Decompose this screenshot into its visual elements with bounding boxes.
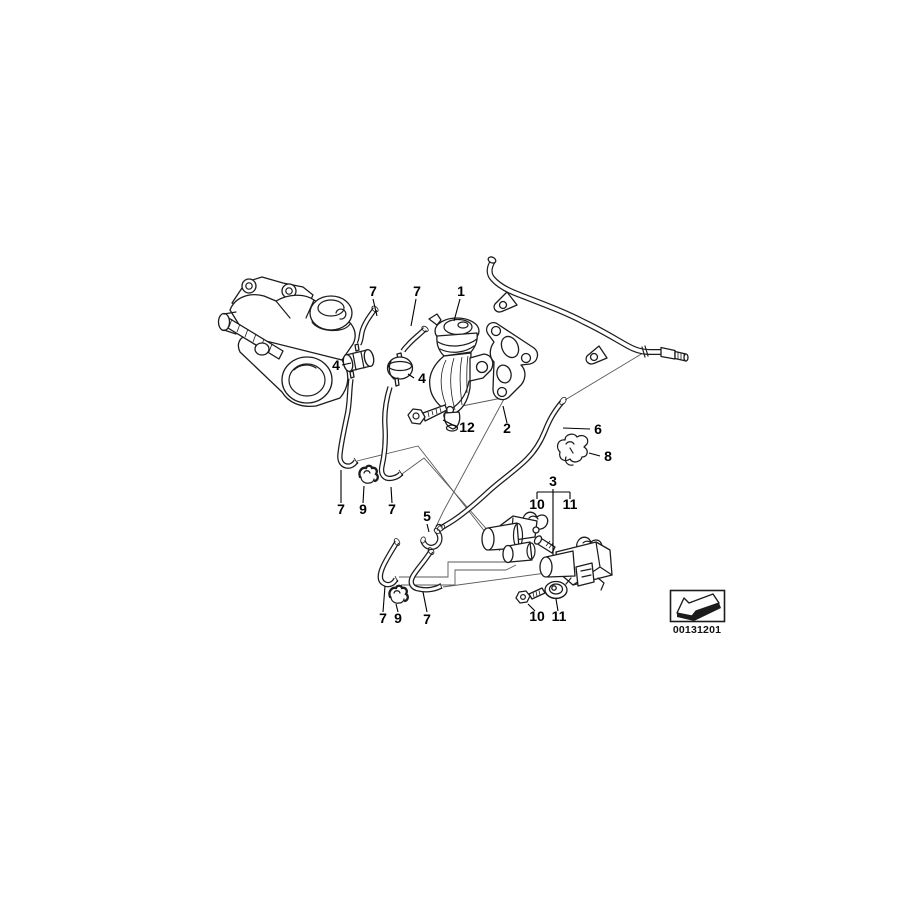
callout-11[interactable]: 11 — [552, 608, 567, 624]
hose-7-upper-middle — [400, 325, 429, 353]
corner-arrow-icon — [676, 593, 721, 621]
callout-10[interactable]: 10 — [529, 496, 545, 512]
callout-1[interactable]: 1 — [457, 283, 465, 299]
callout-6[interactable]: 6 — [594, 421, 602, 437]
callout-7[interactable]: 7 — [337, 501, 345, 517]
egr-valve — [428, 313, 494, 432]
intake-manifold — [217, 276, 356, 408]
bolt-12 — [407, 404, 448, 425]
hose-7-upper-left — [356, 305, 379, 346]
callout-5[interactable]: 5 — [423, 508, 431, 524]
bolt-10 — [515, 587, 546, 604]
image-number: 00131201 — [673, 624, 721, 636]
check-valve-4-left — [342, 343, 375, 379]
check-valve-4-right — [386, 352, 414, 387]
callout-7[interactable]: 7 — [388, 501, 396, 517]
vacuum-pipe — [486, 256, 689, 365]
callout-7[interactable]: 7 — [369, 283, 377, 299]
clip-9-lower — [388, 584, 409, 604]
callout-11[interactable]: 11 — [563, 496, 578, 512]
callout-8[interactable]: 8 — [604, 448, 612, 464]
hose-6 — [436, 396, 567, 532]
hose-7-bottom-right — [408, 547, 443, 593]
callout-10[interactable]: 10 — [529, 608, 545, 624]
hose-7-bottom-left — [377, 538, 401, 588]
solenoid-valve-assembly — [481, 511, 613, 591]
stamp-box: 00131201 — [669, 589, 726, 636]
callout-3[interactable]: 3 — [549, 473, 557, 489]
callout-7[interactable]: 7 — [423, 611, 431, 627]
clip-9-upper — [358, 464, 379, 484]
hose-7-mid-left — [337, 378, 359, 469]
hose-5 — [420, 523, 443, 551]
grommet-11 — [544, 577, 572, 600]
clamp-8 — [556, 433, 589, 466]
callout-9[interactable]: 9 — [394, 610, 402, 626]
callout-7[interactable]: 7 — [379, 610, 387, 626]
callout-12[interactable]: 12 — [459, 419, 475, 435]
callout-4[interactable]: 4 — [332, 357, 340, 373]
callout-2[interactable]: 2 — [503, 420, 511, 436]
leader-lines — [340, 298, 601, 613]
callout-4[interactable]: 4 — [418, 370, 426, 386]
callout-7[interactable]: 7 — [413, 283, 421, 299]
gasket-2 — [485, 322, 539, 401]
hose-7-mid-center — [378, 386, 404, 482]
callout-9[interactable]: 9 — [359, 501, 367, 517]
